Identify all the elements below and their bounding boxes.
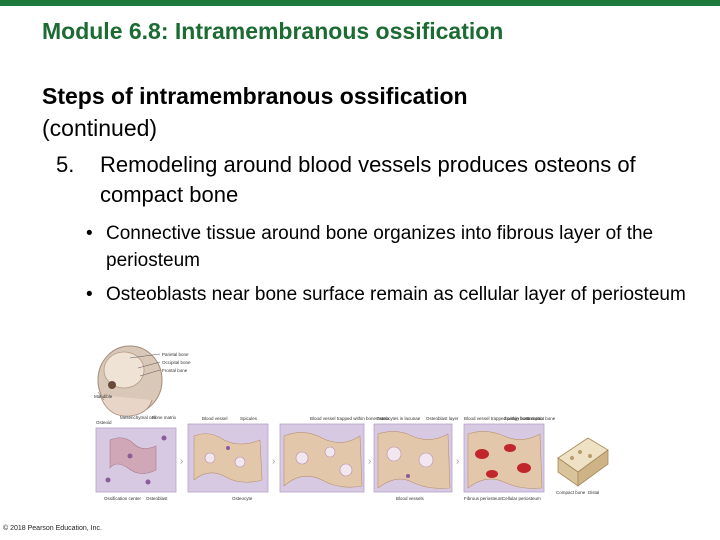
bullet-marker: • bbox=[86, 284, 93, 305]
panel-label: Mesenchymal cell bbox=[120, 415, 156, 420]
tissue-panel-5 bbox=[463, 423, 545, 493]
panel-label: Compact bone bbox=[556, 490, 586, 495]
panel-label: Osteocytes in lacunae bbox=[376, 416, 421, 421]
bullet-item: • Connective tissue around bone organize… bbox=[86, 220, 706, 274]
step-item: 5. Remodeling around blood vessels produ… bbox=[56, 150, 676, 210]
compact-bone-block bbox=[557, 437, 609, 487]
skull-illustration bbox=[97, 345, 163, 417]
panel-label: Bone matrix bbox=[152, 415, 177, 420]
copyright-notice: © 2018 Pearson Education, Inc. bbox=[3, 525, 102, 532]
panel-label: Osteoid bbox=[96, 420, 112, 425]
panel-label: Blood vessel trapped within bone matrix bbox=[464, 416, 544, 421]
panel-label: Osteocyte bbox=[232, 496, 253, 501]
bullet-text: Connective tissue around bone organizes … bbox=[106, 223, 654, 271]
top-accent-bar bbox=[0, 0, 720, 6]
module-title: Module 6.8: Intramembranous ossification bbox=[42, 18, 504, 44]
arrow-icon: › bbox=[180, 456, 183, 467]
step-text: Remodeling around blood vessels produces… bbox=[100, 152, 636, 207]
panel-label: Ossification center bbox=[104, 496, 142, 501]
tissue-panel-4 bbox=[373, 423, 453, 493]
arrow-icon: › bbox=[272, 456, 275, 467]
ossification-figure: Parietal bone Occipital bone Frontal bon… bbox=[94, 345, 609, 501]
arrow-icon: › bbox=[456, 456, 459, 467]
skull-label: Occipital bone bbox=[162, 360, 191, 365]
panel-label: Spicules bbox=[240, 416, 258, 421]
panel-label: Osteoblast bbox=[146, 496, 168, 501]
bullet-marker: • bbox=[86, 223, 93, 244]
tissue-panel-3 bbox=[279, 423, 365, 493]
panel-label: Spongy bone bbox=[504, 416, 531, 421]
panel-label: Distal bbox=[588, 490, 599, 495]
bullet-list: • Connective tissue around bone organize… bbox=[86, 220, 706, 315]
panel-label: Cellular periosteum bbox=[502, 496, 541, 501]
skull-label: Mandible bbox=[94, 394, 113, 399]
panel-label: Fibrous periosteum bbox=[464, 496, 503, 501]
heading-sub: (continued) bbox=[42, 115, 158, 141]
heading-main: Steps of intramembranous ossification bbox=[42, 83, 468, 109]
tissue-panel-1 bbox=[95, 427, 177, 493]
panel-label: Blood vessel trapped within bone matrix bbox=[310, 416, 390, 421]
skull-label: Parietal bone bbox=[162, 352, 189, 357]
skull-label: Frontal bone bbox=[162, 368, 188, 373]
step-number: 5. bbox=[56, 152, 75, 177]
bullet-text: Osteoblasts near bone surface remain as … bbox=[106, 284, 686, 305]
panel-label: Blood vessels bbox=[396, 496, 425, 501]
tissue-panel-2 bbox=[187, 423, 269, 493]
slide-heading: Steps of intramembranous ossification (c… bbox=[42, 80, 468, 144]
bullet-item: • Osteoblasts near bone surface remain a… bbox=[86, 281, 706, 308]
arrow-icon: › bbox=[368, 456, 371, 467]
panel-label: Blood vessel bbox=[202, 416, 228, 421]
panel-label: Compact bone bbox=[526, 416, 556, 421]
panel-label: Osteoblast layer bbox=[426, 416, 459, 421]
